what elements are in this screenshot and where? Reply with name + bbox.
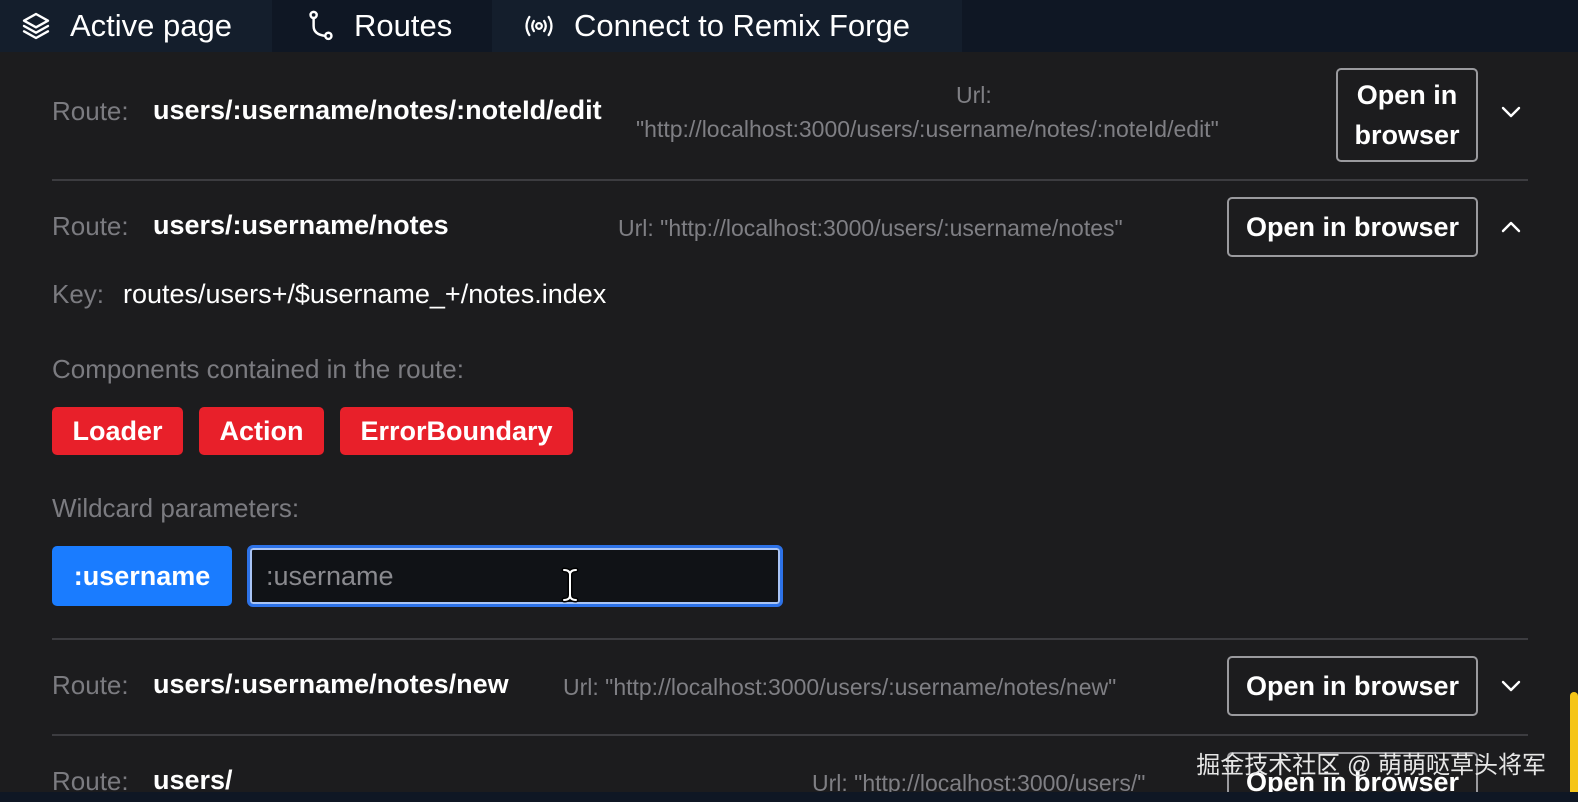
tab-active-page[interactable]: Active page <box>0 0 272 52</box>
components-heading: Components contained in the route: <box>52 354 464 384</box>
route-row[interactable]: Route: users/:username/notes/new Url: "h… <box>0 640 1578 734</box>
param-badge-username: :username <box>52 546 232 606</box>
scrollbar-thumb[interactable] <box>1570 692 1578 792</box>
layers-icon <box>20 10 52 42</box>
routes-panel: Route: users/:username/notes/:noteId/edi… <box>0 52 1578 792</box>
route-path: users/:username/notes/new <box>153 669 509 699</box>
broadcast-icon <box>522 12 556 40</box>
tab-routes[interactable]: Routes <box>272 0 492 52</box>
key-label: Key: <box>52 279 105 309</box>
component-badge-errorboundary: ErrorBoundary <box>340 407 573 455</box>
wildcard-heading: Wildcard parameters: <box>52 493 300 523</box>
route-url-label: Url: <box>956 82 992 108</box>
route-path: users/:username/notes/:noteId/edit <box>153 95 602 125</box>
watermark: 掘金技术社区 @ 萌萌哒草头将军 <box>1196 752 1546 779</box>
route-label: Route: <box>52 96 129 126</box>
git-branch-icon <box>306 10 336 42</box>
text-cursor-icon <box>560 567 580 608</box>
route-label: Route: <box>52 766 129 792</box>
username-param-input[interactable] <box>247 545 783 607</box>
open-in-browser-button[interactable]: Open in browser <box>1336 68 1478 162</box>
route-label: Route: <box>52 670 129 700</box>
open-in-browser-button[interactable]: Open in browser <box>1227 752 1478 792</box>
tab-label: Routes <box>354 8 453 43</box>
chevron-down-icon[interactable] <box>1497 672 1525 700</box>
route-row[interactable]: Route: users/:username/notes/:noteId/edi… <box>0 52 1578 180</box>
route-path: users/:username/notes <box>153 210 449 240</box>
route-row-expanded: Route: users/:username/notes Url: "http:… <box>0 181 1578 639</box>
tab-connect-remix-forge[interactable]: Connect to Remix Forge <box>492 0 962 52</box>
divider <box>52 638 1528 640</box>
divider <box>52 734 1528 736</box>
bottom-strip <box>0 792 1578 802</box>
route-row[interactable]: Route: users/ Url: "http://localhost:300… <box>0 736 1578 792</box>
component-badge-action: Action <box>199 407 324 455</box>
route-path: users/ <box>153 765 233 792</box>
route-url: Url: "http://localhost:3000/users/:usern… <box>563 674 1117 700</box>
button-label-line1: Open in <box>1356 80 1458 110</box>
tab-label: Connect to Remix Forge <box>574 8 910 43</box>
route-label: Route: <box>52 211 129 241</box>
tab-label: Active page <box>70 8 232 43</box>
top-tab-bar: Active page Routes Connect to Remix Forg… <box>0 0 1578 52</box>
open-in-browser-button[interactable]: Open in browser <box>1227 197 1478 257</box>
component-badge-loader: Loader <box>52 407 183 455</box>
route-key: routes/users+/$username_+/notes.index <box>123 279 607 309</box>
divider <box>52 179 1528 181</box>
chevron-up-icon[interactable] <box>1497 213 1525 241</box>
route-url: Url: "http://localhost:3000/users/:usern… <box>618 215 1123 241</box>
route-url: "http://localhost:3000/users/:username/n… <box>636 116 1219 142</box>
button-label-line2: browser <box>1354 120 1460 150</box>
open-in-browser-button[interactable]: Open in browser <box>1227 656 1478 716</box>
route-url: Url: "http://localhost:3000/users/" <box>812 770 1146 792</box>
chevron-down-icon[interactable] <box>1497 98 1525 126</box>
